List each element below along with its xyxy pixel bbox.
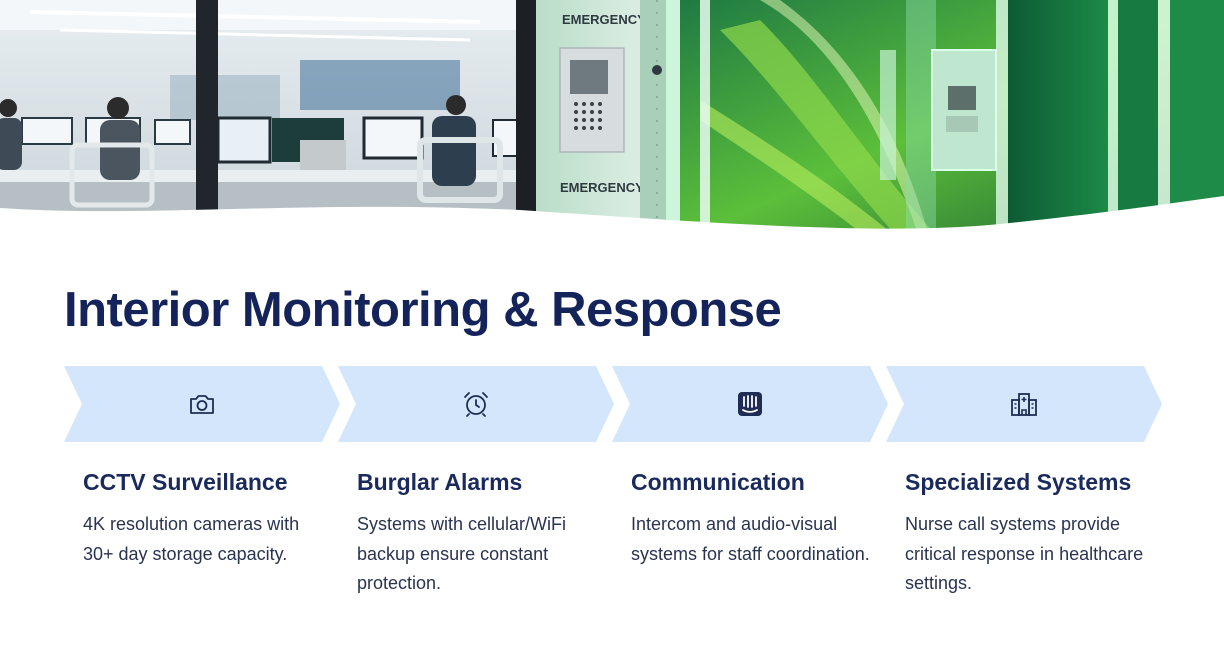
page-title: Interior Monitoring & Response <box>64 283 782 337</box>
feature-communication: Communication Intercom and audio-visual … <box>631 466 871 569</box>
alarm-clock-icon <box>464 392 488 417</box>
intercom-icon <box>738 392 762 416</box>
feature-title: Burglar Alarms <box>357 469 523 495</box>
chevron-step-2 <box>338 366 614 442</box>
hero-sign-bottom: EMERGENCY <box>560 180 644 195</box>
feature-title: Communication <box>631 469 805 495</box>
feature-description: 4K resolution cameras with 30+ day stora… <box>83 514 300 564</box>
hospital-icon <box>1011 393 1037 416</box>
feature-cctv: CCTV Surveillance 4K resolution cameras … <box>83 466 333 569</box>
hero-image: EMERGENCY EMERGENCY <box>0 0 1224 240</box>
feature-burglar-alarms: Burglar Alarms Systems with cellular/WiF… <box>357 466 607 599</box>
feature-title: CCTV Surveillance <box>83 469 288 495</box>
feature-description: Nurse call systems provide critical resp… <box>905 514 1144 593</box>
chevron-step-4 <box>886 366 1162 442</box>
chevron-step-1 <box>64 366 340 442</box>
feature-specialized-systems: Specialized Systems Nurse call systems p… <box>905 466 1155 599</box>
feature-title: Specialized Systems <box>905 469 1132 495</box>
hero-sign-top: EMERGENCY <box>562 12 646 27</box>
feature-description: Systems with cellular/WiFi backup ensure… <box>357 514 567 593</box>
feature-description: Intercom and audio-visual systems for st… <box>631 514 870 564</box>
process-chevrons <box>0 366 1224 442</box>
camera-icon <box>190 395 214 414</box>
chevron-step-3 <box>612 366 888 442</box>
